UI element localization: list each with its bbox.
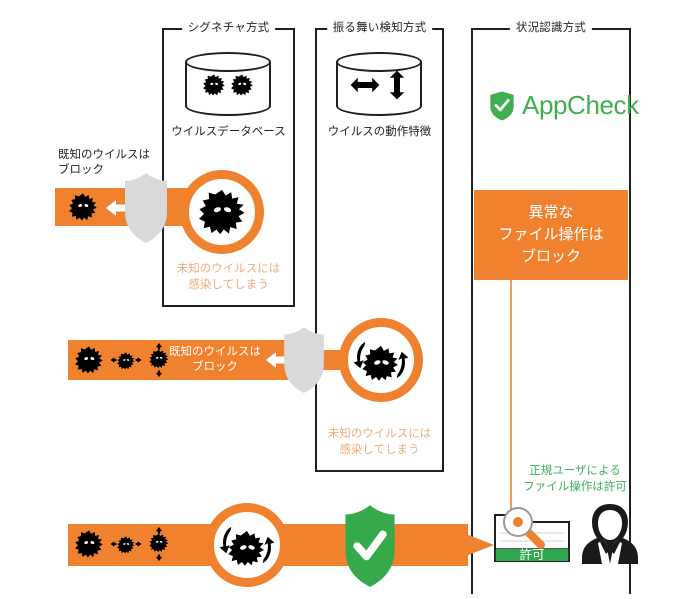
virus-icon [203,74,225,96]
virus-horizontal-icon [110,352,142,370]
block-message-line2: ファイル操作は [498,226,604,243]
arrow-horizontal-icon [350,77,380,93]
panel-edge-right [629,28,631,594]
allow-caption-line1: 正規ユーザによる [529,465,621,477]
allow-caption: 正規ユーザによる ファイル操作は許可 [500,463,650,495]
row-behavior-threat-circle [339,318,423,402]
panel-context: 状況認識方式 [471,19,631,594]
panel-edge-bottom [315,470,444,472]
panel-title-signature: シグネチャ方式 [181,19,276,37]
panel-edge-left [471,28,473,594]
panel-edge-left [315,28,317,472]
panel-title-context: 状況認識方式 [509,19,593,37]
gray-shield-icon [125,173,167,243]
block-message-line1: 異常な [528,204,574,221]
virus-icon [75,530,103,558]
caption-line1: 未知のウイルスには [327,428,432,440]
user-avatar-icon [582,504,638,564]
panel-edge-right [442,28,444,472]
panel-title-behavior: 振る舞い検知方式 [326,19,433,37]
behavior-database-label: ウイルスの動作特徴 [327,126,432,138]
virus-rotating-icon [353,341,409,381]
folder-magnifier-icon: 許可 [492,503,572,565]
allow-caption-line2: ファイル操作は許可 [523,481,627,493]
row-signature-threat-circle [180,170,264,254]
row-signature-caption: 未知のウイルスには 感染してしまう [162,261,295,293]
panel-edge-left [162,28,164,307]
gray-shield-icon [284,326,324,394]
panel-signature: シグネチャ方式 [162,19,295,307]
panel-edge-right [293,28,295,307]
bar-label-line2: ブロック [192,361,238,373]
row-signature-bar-label: 既知のウイルスは ブロック [58,148,188,178]
virus-icon [75,346,103,374]
virus-icon [231,74,253,96]
panel-behavior: 振る舞い検知方式 [315,19,444,472]
row-behavior-block-bar [68,340,298,380]
row-behavior-caption: 未知のウイルスには 感染してしまう [315,426,444,458]
folder-allow-badge: 許可 [496,549,568,561]
caption-line1: 未知のウイルスには [176,263,281,275]
cylinder-contents [185,66,271,104]
virus-icon [199,189,245,235]
block-message-line3: ブロック [520,248,581,265]
flow-arrowhead-icon [440,524,494,566]
virus-rotating-icon [219,526,275,566]
behavior-database-cylinder [336,52,422,116]
green-check-shield-icon [345,505,395,587]
row-context-threat-circle [205,503,289,587]
virus-vertical-icon [149,342,169,378]
panel-edge-bottom [162,305,295,307]
block-arrow-left-icon [266,352,296,368]
virus-icon [69,193,97,221]
block-message-box: 異常な ファイル操作は ブロック [474,190,628,280]
virus-horizontal-icon [110,536,142,554]
bar-label-line2: ブロック [58,164,104,176]
shield-check-icon [490,91,514,120]
bar-label-line1: 既知のウイルスは [169,346,261,358]
virus-vertical-icon [149,526,169,562]
caption-line2: 感染してしまう [339,444,420,456]
arrow-vertical-icon [389,70,405,100]
appcheck-logo-text: AppCheck [522,90,639,120]
caption-line2: 感染してしまう [188,279,269,291]
cylinder-top [336,52,422,72]
row-behavior-bar-label: 既知のウイルスは ブロック [160,345,270,375]
virus-database-label: ウイルスデータベース [171,126,286,138]
virus-database-cylinder [185,52,271,116]
cylinder-top [185,52,271,72]
block-arrow-left-icon [106,200,136,216]
appcheck-logo: AppCheck [489,90,639,121]
scan-connector-line [510,280,512,515]
cylinder-contents [336,66,422,104]
bar-label-line1: 既知のウイルスは [58,149,150,161]
